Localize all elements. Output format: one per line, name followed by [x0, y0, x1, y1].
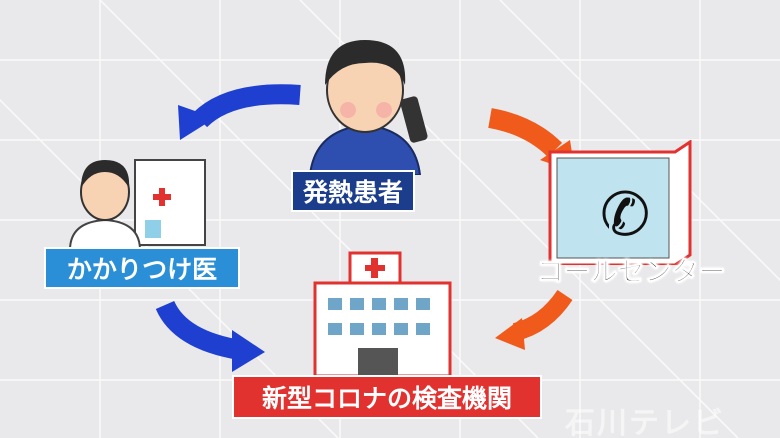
label-fever-patient: 発熱患者 — [291, 170, 415, 212]
arrow-doctor-to-lab — [155, 300, 242, 360]
arrow-head-lab-right — [495, 318, 525, 350]
patient-illustration — [308, 40, 428, 175]
call-center-building-illustration: ✆ — [548, 140, 692, 265]
arrow-patient-to-callcenter — [488, 108, 563, 158]
testing-facility-illustration — [313, 251, 452, 376]
doctor-clinic-illustration — [68, 159, 206, 250]
label-call-center: コールセンター — [536, 257, 726, 289]
arrow-head-lab-left — [232, 330, 265, 372]
arrow-head-doctor — [178, 105, 215, 140]
broadcaster-watermark: 石川テレビ — [565, 406, 725, 438]
phone-icon: ✆ — [600, 180, 650, 250]
arrow-patient-to-doctor — [192, 84, 301, 128]
label-testing-facility: 新型コロナの検査機関 — [232, 375, 542, 419]
label-family-doctor: かかりつけ医 — [44, 247, 240, 289]
